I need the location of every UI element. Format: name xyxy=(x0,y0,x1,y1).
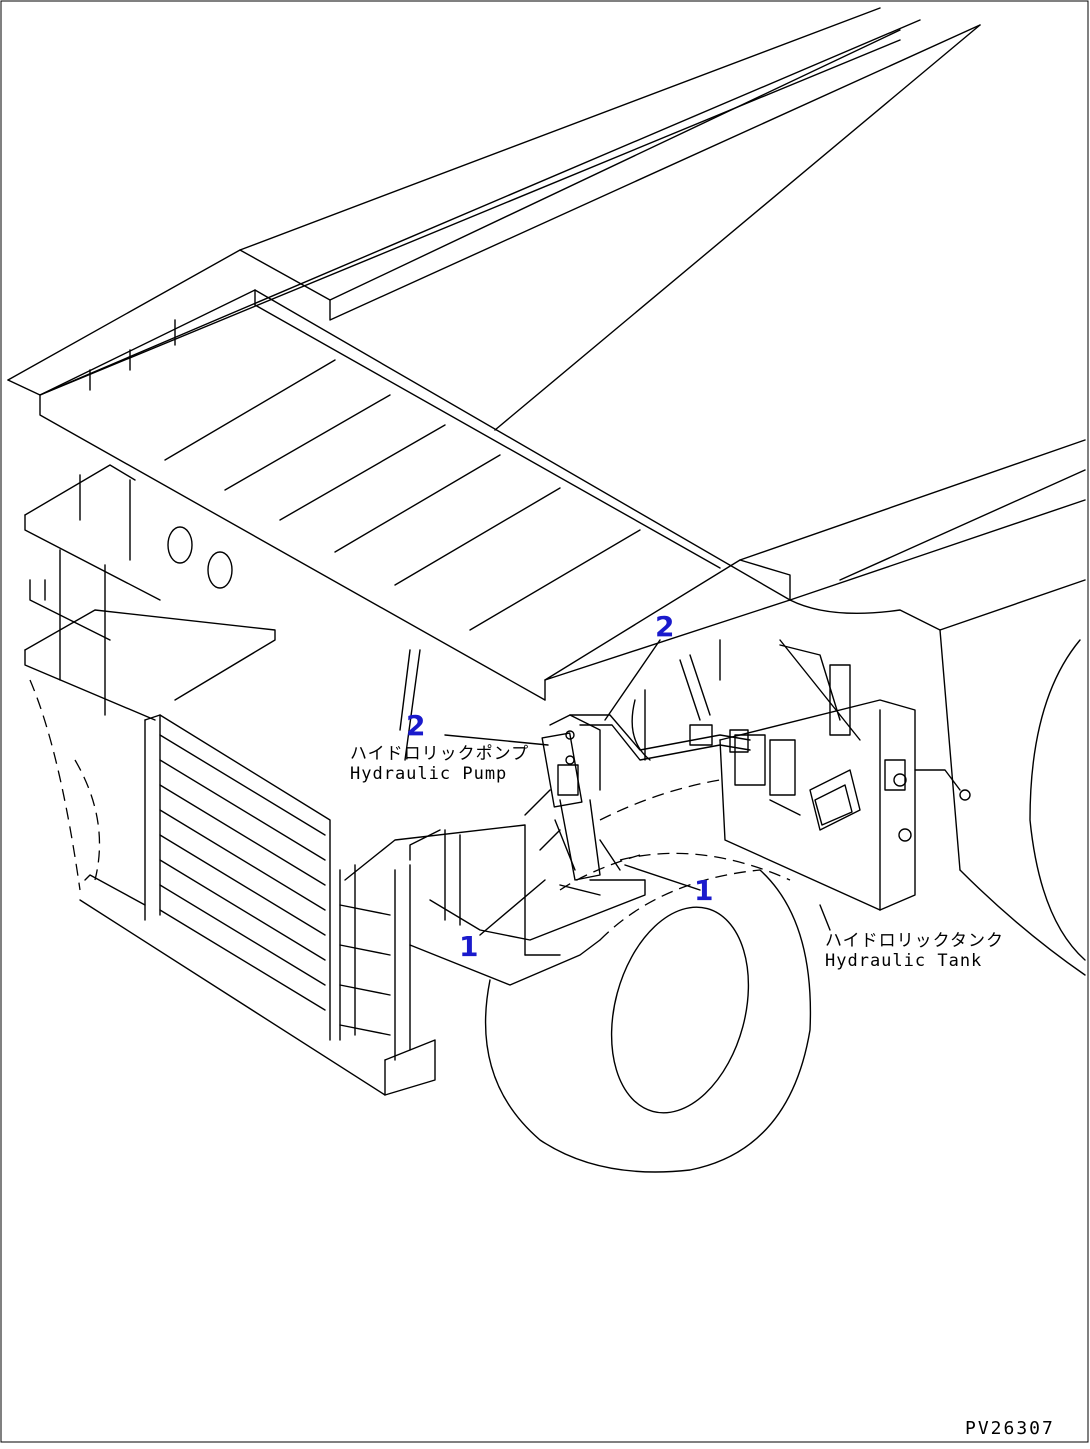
hydraulic-tank-label: ハイドロリックタンク Hydraulic Tank xyxy=(825,931,1004,971)
callout-1-right: 1 xyxy=(694,874,714,907)
hydraulic-hoses xyxy=(559,699,751,896)
drawing-number: PV26307 xyxy=(965,1418,1055,1439)
dump-body xyxy=(7,7,1086,976)
ladder xyxy=(339,824,646,1061)
hydraulic-pump-label-jp: ハイドロリックポンプ xyxy=(350,744,530,764)
hydraulic-pump xyxy=(539,714,621,881)
frame-members xyxy=(399,639,861,761)
hydraulic-pump-label-en: Hydraulic Pump xyxy=(350,763,508,784)
front-tire xyxy=(484,852,812,1173)
callout-1-left: 1 xyxy=(459,930,479,963)
callout-2-left: 2 xyxy=(406,709,426,742)
hydraulic-tank xyxy=(719,699,971,911)
hydraulic-pump-label: ハイドロリックポンプ Hydraulic Pump xyxy=(350,744,530,784)
hydraulic-tank-label-jp: ハイドロリックタンク xyxy=(825,931,1004,951)
front-deck xyxy=(24,464,276,721)
radiator-grille xyxy=(29,679,436,1096)
leader-lines xyxy=(444,639,831,936)
callout-2-upper: 2 xyxy=(655,610,675,643)
hydraulic-tank-label-en: Hydraulic Tank xyxy=(825,950,983,971)
